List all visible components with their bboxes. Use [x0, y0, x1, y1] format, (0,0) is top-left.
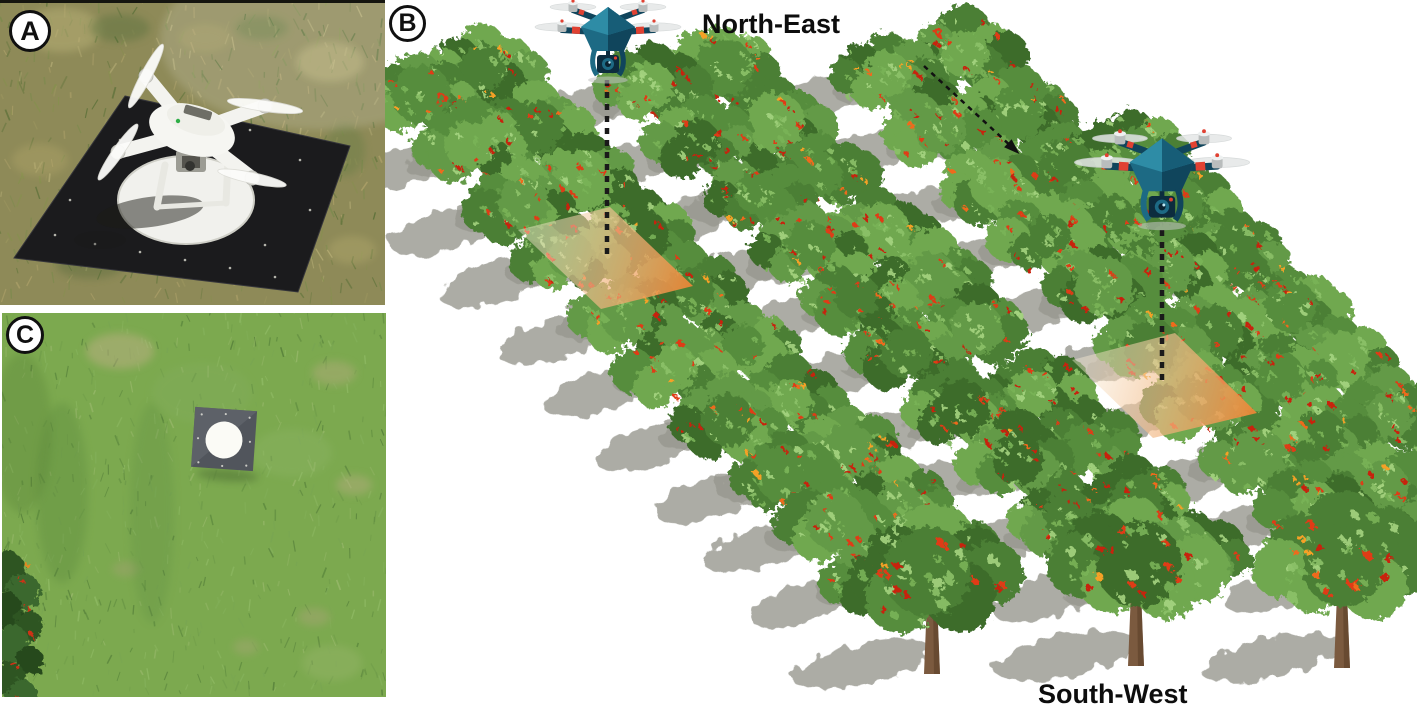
- apple-tree: [703, 476, 896, 573]
- panel-b-badge: B: [389, 5, 426, 42]
- flight-direction-arrow: [923, 65, 1014, 149]
- tree-trunk-shade: [1343, 594, 1350, 668]
- tree-canopy: [772, 476, 896, 563]
- tree-canopy: [748, 202, 868, 286]
- panel-a-drone-photo: [0, 0, 385, 305]
- camera-footprint: [1072, 333, 1257, 438]
- tree-canopy: [880, 77, 1001, 168]
- label-south-west: South-West: [1038, 679, 1188, 709]
- tree-shadow: [791, 639, 933, 689]
- label-north-east: North-East: [702, 9, 841, 39]
- flight-direction-arrowhead: [1004, 139, 1020, 155]
- drone-photo: [74, 43, 304, 249]
- tree-canopy: [985, 193, 1107, 278]
- tree-shadow: [995, 631, 1137, 681]
- gcp-center-circle: [205, 421, 243, 459]
- gcp-marker: [191, 406, 259, 482]
- apple-tree-front: [995, 495, 1230, 681]
- tree-canopy: [668, 373, 787, 461]
- camera-footprint: [518, 207, 693, 309]
- drone-icon: [534, 0, 682, 84]
- tree-shadow: [1201, 633, 1343, 683]
- drone-icon: [1074, 129, 1250, 231]
- apple-tree: [595, 373, 787, 472]
- tree-canopy-corner: [2, 551, 44, 697]
- tree-canopy: [639, 94, 756, 180]
- tree-canopy: [525, 131, 640, 221]
- apple-tree: [340, 96, 528, 194]
- photo-edge: [0, 0, 385, 3]
- panel-c-badge: C: [6, 316, 44, 354]
- panel-c-aerial-gcp-photo: [2, 313, 386, 697]
- apple-tree: [544, 319, 738, 418]
- tree-canopy: [849, 503, 1025, 634]
- tree-canopy: [1046, 495, 1230, 620]
- tree-canopy: [610, 319, 738, 408]
- panel-a-badge: A: [9, 10, 51, 52]
- tree-canopy: [703, 148, 819, 231]
- apple-tree-front: [791, 503, 1025, 689]
- tree-trunk-shade: [1137, 592, 1144, 666]
- tree-canopy: [1251, 490, 1417, 620]
- tree-canopy: [411, 96, 528, 183]
- apple-tree-front: [1201, 490, 1417, 683]
